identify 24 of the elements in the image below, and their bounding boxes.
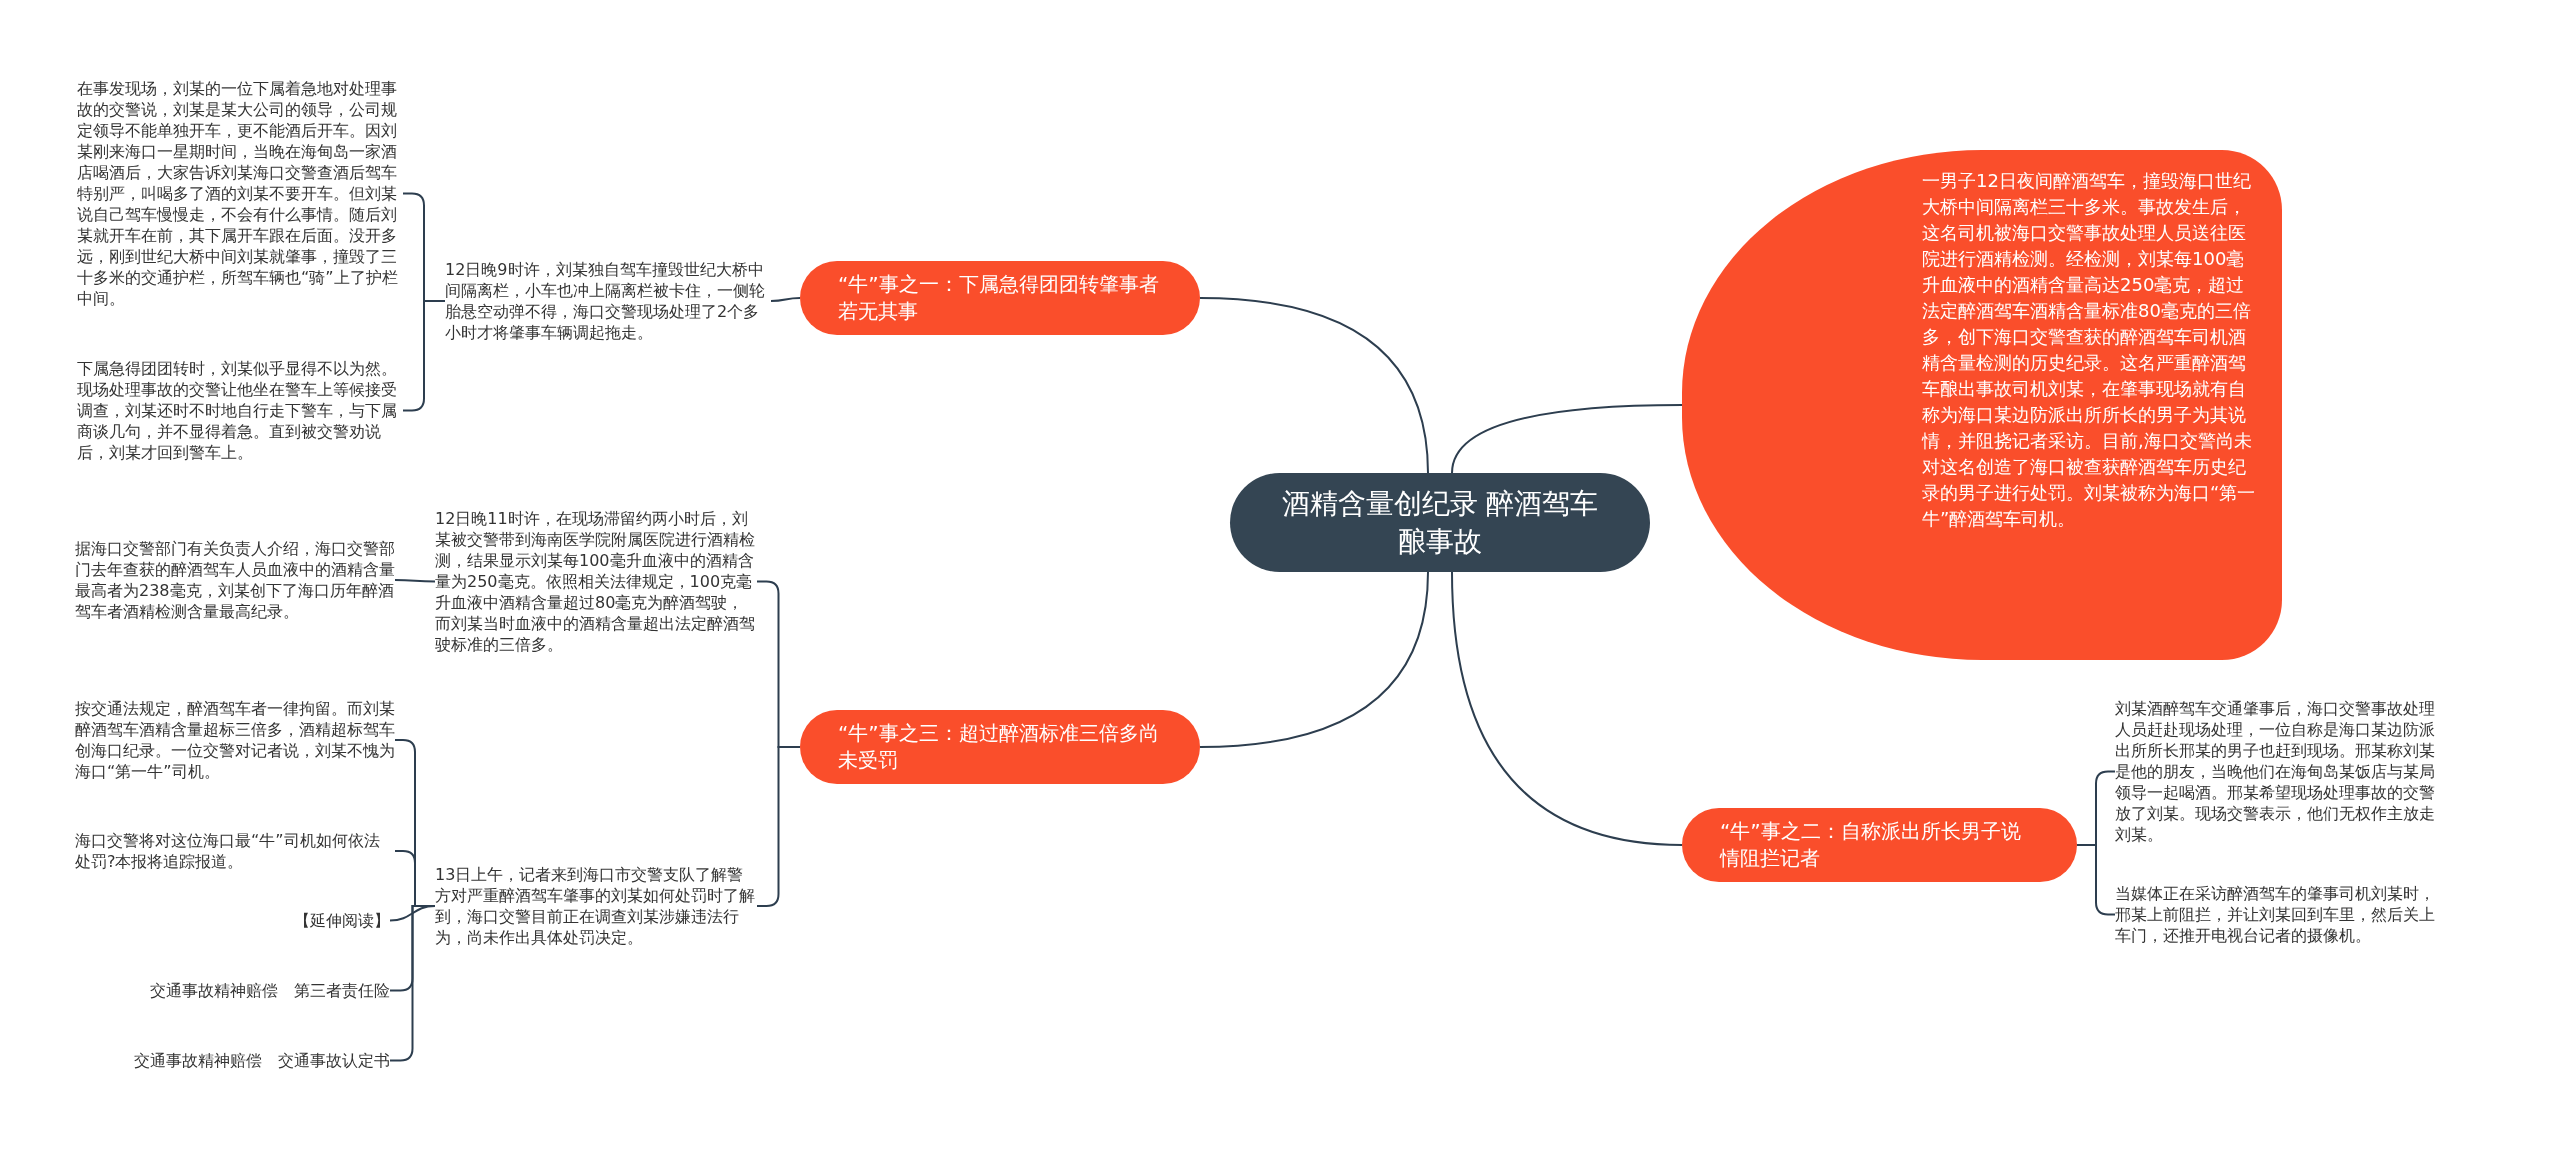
note-text: 交通事故精神赔偿 交通事故认定书 bbox=[134, 1050, 390, 1071]
connector-line bbox=[1451, 571, 1683, 846]
connector-line bbox=[1199, 571, 1429, 748]
note-text: 交通事故精神赔偿 第三者责任险 bbox=[150, 980, 390, 1001]
topic-box: “牛”事之二：自称派出所长男子说情阻拦记者 bbox=[1682, 808, 2077, 882]
note-text: 【延伸阅读】 bbox=[294, 910, 390, 931]
note-text: 12日晚11时许，在现场滞留约两小时后，刘某被交警带到海南医学院附属医院进行酒精检测，结果显示刘某每100毫升血液中的酒精含量为250毫克。依照相关法律规定，100克毫升血液中酒精含量超过80毫克为醉酒驾驶，而刘某当时血液中的酒精含量超出法定醉酒驾驶标准的三倍多。 bbox=[435, 508, 757, 655]
topic-box: “牛”事之三：超过醉酒标准三倍多尚未受罚 bbox=[800, 710, 1200, 784]
note-text: 13日上午，记者来到海口市交警支队了解警方对严重醉酒驾车肇事的刘某如何处罚时了解到，海口交警目前正在调查刘某涉嫌违法行为，尚未作出具体处罚决定。 bbox=[435, 864, 757, 948]
topic-shape: 一男子12日夜间醉酒驾车，撞毁海口世纪大桥中间隔离栏三十多米。事故发生后，这名司机被海口交警事故处理人员送往医院进行酒精检测。经检测，刘某每100毫升血液中的酒精含量高达250毫克，超过法定醉酒驾车酒精含量标准80毫克的三倍多，创下海口交警查获的醉酒驾车司机酒精含量检测的历史纪录。这名严重醉酒驾车酿出事故司机刘某，在肇事现场就有自称为海口某边防派出所所长的男子为其说情，并阻挠记者采访。目前,海口交警尚未对这名创造了海口被查获醉酒驾车历史纪录的男子进行处罚。刘某被称为海口“第一牛”醉酒驾车司机。 bbox=[1682, 150, 2282, 660]
connector-line bbox=[394, 579, 436, 583]
connector-line bbox=[1451, 404, 1683, 474]
connector-line bbox=[770, 297, 801, 302]
note-text: 刘某酒醉驾车交通肇事后，海口交警事故处理人员赶赴现场处理，一位自称是海口某边防派出所所长邢某的男子也赶到现场。邢某称刘某是他的朋友，当晚他们在海甸岛某饭店与某局领导一起喝酒。邢某希望现场处理事故的交警放了刘某。现场交警表示，他们无权作主放走刘某。 bbox=[2115, 698, 2439, 845]
note-text: 据海口交警部门有关负责人介绍，海口交警部门去年查获的醉酒驾车人员血液中的酒精含量最高者为238毫克，刘某创下了海口历年醉酒驾车者酒精检测含量最高纪录。 bbox=[75, 538, 395, 622]
note-text: 按交通法规定，醉酒驾车者一律拘留。而刘某醉酒驾车酒精含量超标三倍多，酒精超标驾车创海口纪录。一位交警对记者说，刘某不愧为海口“第一牛”司机。 bbox=[75, 698, 395, 782]
note-text: 海口交警将对这位海口最“牛”司机如何依法处罚?本报将追踪报道。 bbox=[75, 830, 395, 872]
connector-line bbox=[1199, 297, 1429, 474]
note-text: 下属急得团团转时，刘某似乎显得不以为然。现场处理事故的交警让他坐在警车上等候接受调查，刘某还时不时地自行走下警车，与下属商谈几句，并不显得着急。直到被交警劝说后，刘某才回到警车上。 bbox=[77, 358, 403, 463]
topic-box: “牛”事之一：下属急得团团转肇事者若无其事 bbox=[800, 261, 1200, 335]
central-topic-box: 酒精含量创纪录 醉酒驾车酿事故 bbox=[1230, 473, 1650, 572]
note-text: 当媒体正在采访醉酒驾车的肇事司机刘某时，邢某上前阻拦，并让刘某回到车里，然后关上车门，还推开电视台记者的摄像机。 bbox=[2115, 883, 2439, 946]
note-text: 12日晚9时许，刘某独自驾车撞毁世纪大桥中间隔离栏，小车也冲上隔离栏被卡住，一侧轮胎悬空动弹不得，海口交警现场处理了2个多小时才将肇事车辆调起拖走。 bbox=[445, 259, 771, 343]
note-text: 在事发现场，刘某的一位下属着急地对处理事故的交警说，刘某是某大公司的领导，公司规定领导不能单独开车，更不能酒后开车。因刘某刚来海口一星期时间，当晚在海甸岛一家酒店喝酒后，大家告诉刘某海口交警查酒后驾车特别严，叫喝多了酒的刘某不要开车。但刘某说自己驾车慢慢走，不会有什么事情。随后刘某就开车在前，其下属开车跟在后面。没开多远，刚到世纪大桥中间刘某就肇事，撞毁了三十多米的交通护栏，所驾车辆也“骑”上了护栏中间。 bbox=[77, 78, 403, 309]
